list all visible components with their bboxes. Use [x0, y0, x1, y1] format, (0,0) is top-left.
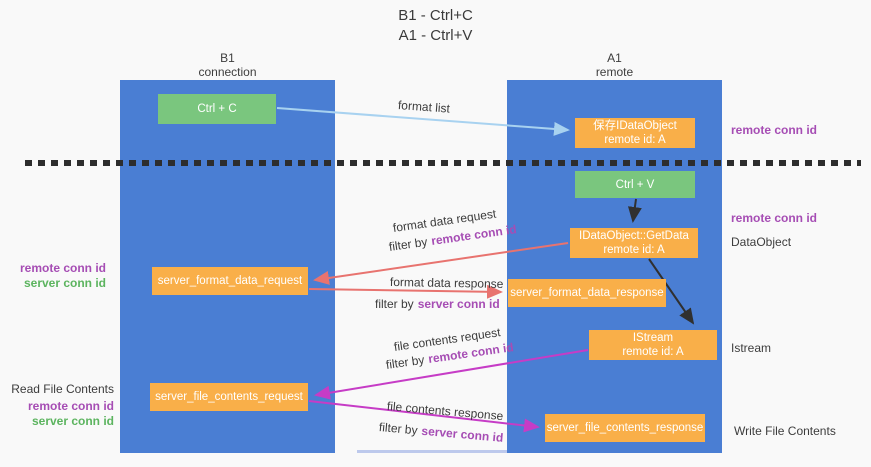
- annotation-remote-conn-id-left-format: remote conn id: [19, 261, 106, 275]
- left-column-header: B1 connection: [120, 51, 335, 79]
- annotation-left-file-block: Read File Contents remote conn id server…: [8, 382, 114, 429]
- node-istream-line2: remote id: A: [622, 346, 684, 358]
- node-format-request-label: server_format_data_request: [157, 275, 303, 287]
- title-line-2: A1 - Ctrl+V: [398, 27, 473, 44]
- filter-prefix: filter by: [375, 297, 414, 311]
- annotation-left-format-block: remote conn id server conn id: [18, 261, 106, 291]
- node-server-format-data-request: server_format_data_request: [152, 267, 308, 295]
- annotation-server-conn-id-left-format: server conn id: [23, 276, 106, 290]
- node-save-idataobject-line1: 保存IDataObject: [593, 120, 677, 132]
- right-column-title: A1: [607, 51, 622, 65]
- right-column-header: A1 remote: [507, 51, 722, 79]
- node-istream-line1: IStream: [632, 332, 674, 344]
- annotation-remote-conn-id-mid: remote conn id: [731, 211, 818, 225]
- edge-label-format-data-response: format data response: [389, 275, 504, 291]
- node-server-format-data-response: server_format_data_response: [508, 279, 666, 307]
- filter-prefix: filter by: [385, 352, 426, 372]
- filter-value: server conn id: [417, 297, 500, 311]
- left-column-subtitle: connection: [198, 65, 257, 79]
- filter-prefix: filter by: [388, 234, 429, 254]
- node-format-response-label: server_format_data_response: [510, 287, 664, 299]
- node-server-file-contents-response: server_file_contents_response: [545, 414, 705, 442]
- node-ctrl-c-label: Ctrl + C: [197, 103, 237, 115]
- bottom-border-line: [357, 450, 507, 453]
- annotation-istream: Istream: [731, 341, 772, 355]
- annotation-dataobject: DataObject: [731, 235, 792, 249]
- node-save-idataobject: 保存IDataObject remote id: A: [575, 118, 695, 148]
- node-ctrl-v-label: Ctrl + V: [615, 178, 655, 191]
- annotation-remote-conn-id-top: remote conn id: [731, 123, 818, 137]
- node-save-idataobject-line2: remote id: A: [604, 134, 666, 146]
- right-column-subtitle: remote: [595, 65, 634, 79]
- title-line-1: B1 - Ctrl+C: [398, 7, 473, 24]
- node-getdata-line2: remote id: A: [603, 244, 665, 256]
- annotation-remote-conn-id-left-file: remote conn id: [27, 399, 114, 413]
- node-server-file-contents-request: server_file_contents_request: [150, 383, 308, 411]
- diagram-title: B1 - Ctrl+C A1 - Ctrl+V: [0, 6, 871, 46]
- annotation-read-file-contents: Read File Contents: [11, 382, 114, 396]
- node-getdata-line1: IDataObject::GetData: [579, 230, 689, 242]
- clipboard-phase-divider: [25, 160, 861, 166]
- node-ctrl-c: Ctrl + C: [158, 94, 276, 124]
- filter-prefix: filter by: [378, 420, 419, 438]
- node-idataobject-getdata: IDataObject::GetData remote id: A: [570, 228, 698, 258]
- node-ctrl-v: Ctrl + V: [575, 171, 695, 198]
- node-istream: IStream remote id: A: [589, 330, 717, 360]
- filter-value: server conn id: [420, 423, 504, 445]
- node-file-request-label: server_file_contents_request: [155, 391, 303, 403]
- edge-label-format-list: format list: [397, 98, 451, 116]
- annotation-server-conn-id-left-file: server conn id: [31, 414, 114, 428]
- node-file-response-label: server_file_contents_response: [546, 422, 704, 434]
- edge-label-file-contents-response: file contents response: [386, 399, 504, 424]
- left-column-title: B1: [220, 51, 235, 65]
- annotation-write-file-contents: Write File Contents: [734, 424, 836, 438]
